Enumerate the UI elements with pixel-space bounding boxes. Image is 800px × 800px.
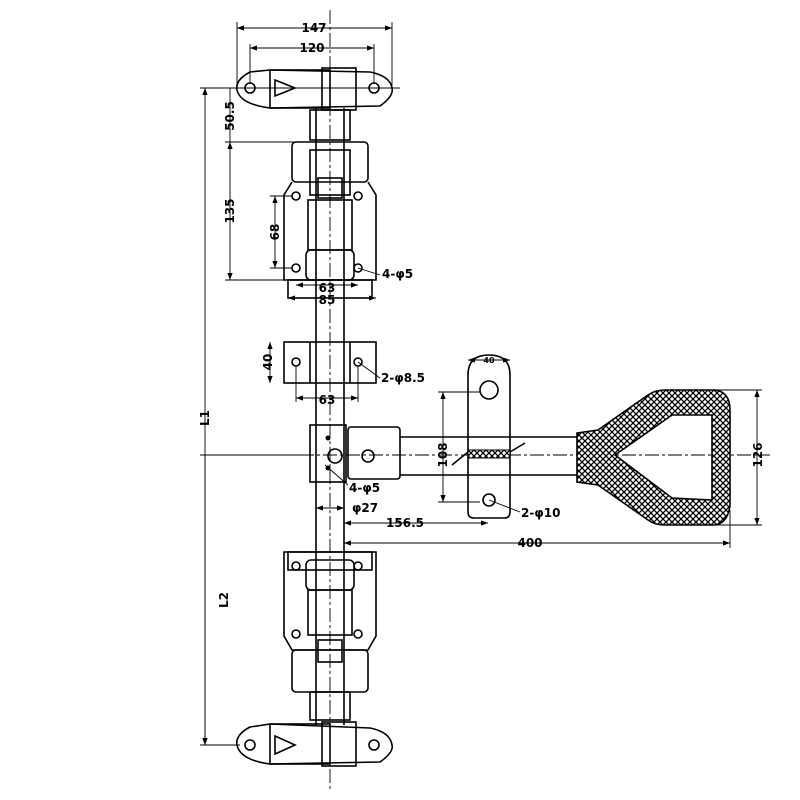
lock-hub <box>309 424 401 483</box>
label-lock-holes: 4-φ5 <box>349 481 380 495</box>
dim-strap-offset: 156.5 <box>386 516 424 530</box>
dim-handle-height: 126 <box>751 442 765 467</box>
dim-hole-spacing: 120 <box>299 41 324 55</box>
dim-strap-width: 40 <box>483 356 495 365</box>
label-guide-holes: 2-φ8.5 <box>381 371 425 385</box>
dim-offset-top: 50.5 <box>223 101 237 131</box>
dim-guide-hole-spacing: 63 <box>319 393 336 407</box>
label-strap-holes: 2-φ10 <box>521 506 560 520</box>
dim-guide-height: 40 <box>261 354 275 371</box>
retaining-strap <box>451 354 526 519</box>
bottom-bracket <box>283 551 377 721</box>
triangular-grip <box>576 389 731 526</box>
dim-bracket-hole-spacing-h: 63 <box>319 281 336 295</box>
label-bracket-holes: 4-φ5 <box>382 267 413 281</box>
dimension-lines <box>200 22 762 746</box>
handle-bar <box>400 436 578 476</box>
dim-rod-diameter: φ27 <box>352 501 378 515</box>
top-end-handle <box>235 67 394 141</box>
dim-strap-hole-spacing: 108 <box>436 442 450 467</box>
dim-bracket-width: 85 <box>319 293 336 307</box>
vertical-rod <box>315 108 345 725</box>
dim-bracket-height: 135 <box>223 198 237 223</box>
dim-overall-width: 147 <box>301 21 326 35</box>
bottom-end-handle <box>235 721 394 767</box>
dim-bracket-hole-spacing-v: 68 <box>268 224 282 241</box>
dim-lower-length: L2 <box>217 592 231 608</box>
dim-total-length: L1 <box>198 410 212 426</box>
dim-handle-length: 400 <box>517 536 542 550</box>
